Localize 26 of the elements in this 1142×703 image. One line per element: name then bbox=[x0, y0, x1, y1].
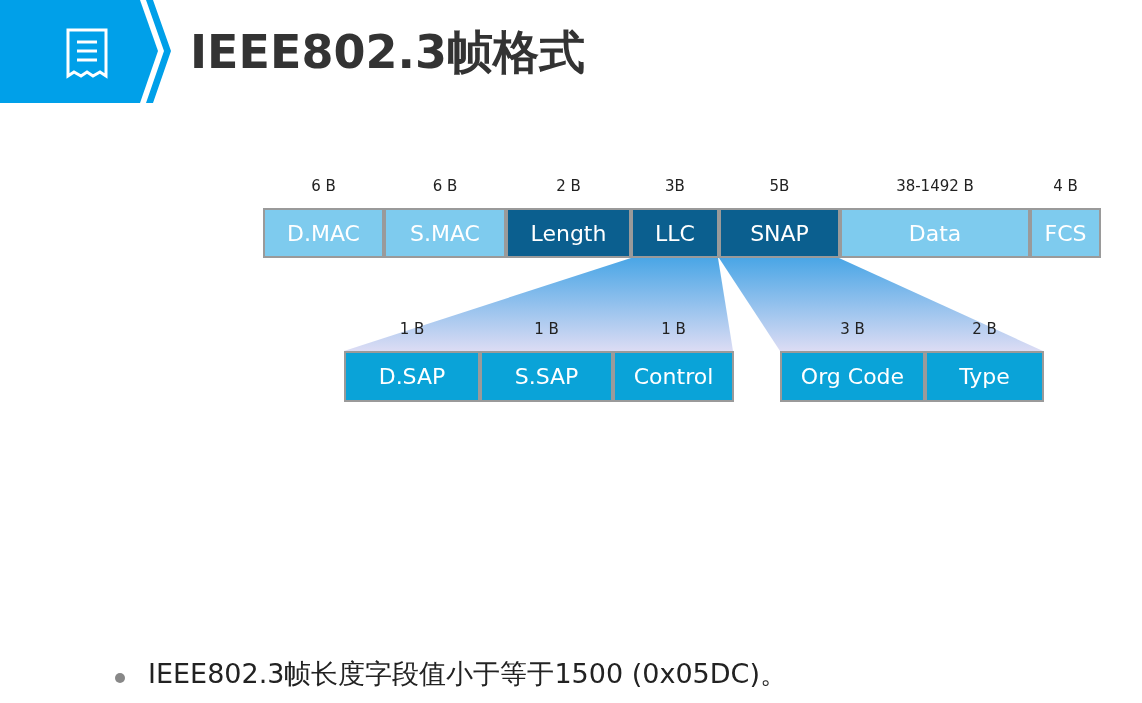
field-name: Org Code bbox=[800, 364, 905, 389]
field-name: S.SAP bbox=[514, 364, 579, 389]
field-name: SNAP bbox=[750, 220, 809, 246]
size-label: 1 B bbox=[533, 320, 560, 338]
title: IEEE802.3帧格式 bbox=[190, 24, 585, 81]
size-label: 2 B bbox=[555, 177, 582, 195]
field-name: LLC bbox=[655, 220, 695, 246]
size-label: 4 B bbox=[1052, 177, 1079, 195]
size-label: 5B bbox=[768, 177, 791, 195]
field-name: Control bbox=[633, 364, 714, 389]
size-label: 2 B bbox=[971, 320, 998, 338]
size-label: 3B bbox=[664, 177, 686, 195]
field-name: Length bbox=[530, 220, 607, 246]
note-text: IEEE802.3帧长度字段值小于等于1500 (0x05DC)。 bbox=[148, 657, 787, 691]
field-name: FCS bbox=[1044, 220, 1087, 246]
field-name: D.SAP bbox=[378, 364, 446, 389]
field-name: D.MAC bbox=[287, 220, 360, 246]
size-label: 6 B bbox=[431, 177, 459, 195]
field-name: Type bbox=[959, 364, 1010, 389]
field-name: Data bbox=[908, 220, 962, 246]
size-label: 1 B bbox=[398, 320, 426, 338]
field-name: S.MAC bbox=[410, 220, 480, 246]
size-label: 3 B bbox=[839, 320, 866, 338]
size-label: 1 B bbox=[660, 320, 687, 338]
size-label: 38-1492 B bbox=[895, 177, 975, 195]
size-label: 6 B bbox=[310, 177, 337, 195]
